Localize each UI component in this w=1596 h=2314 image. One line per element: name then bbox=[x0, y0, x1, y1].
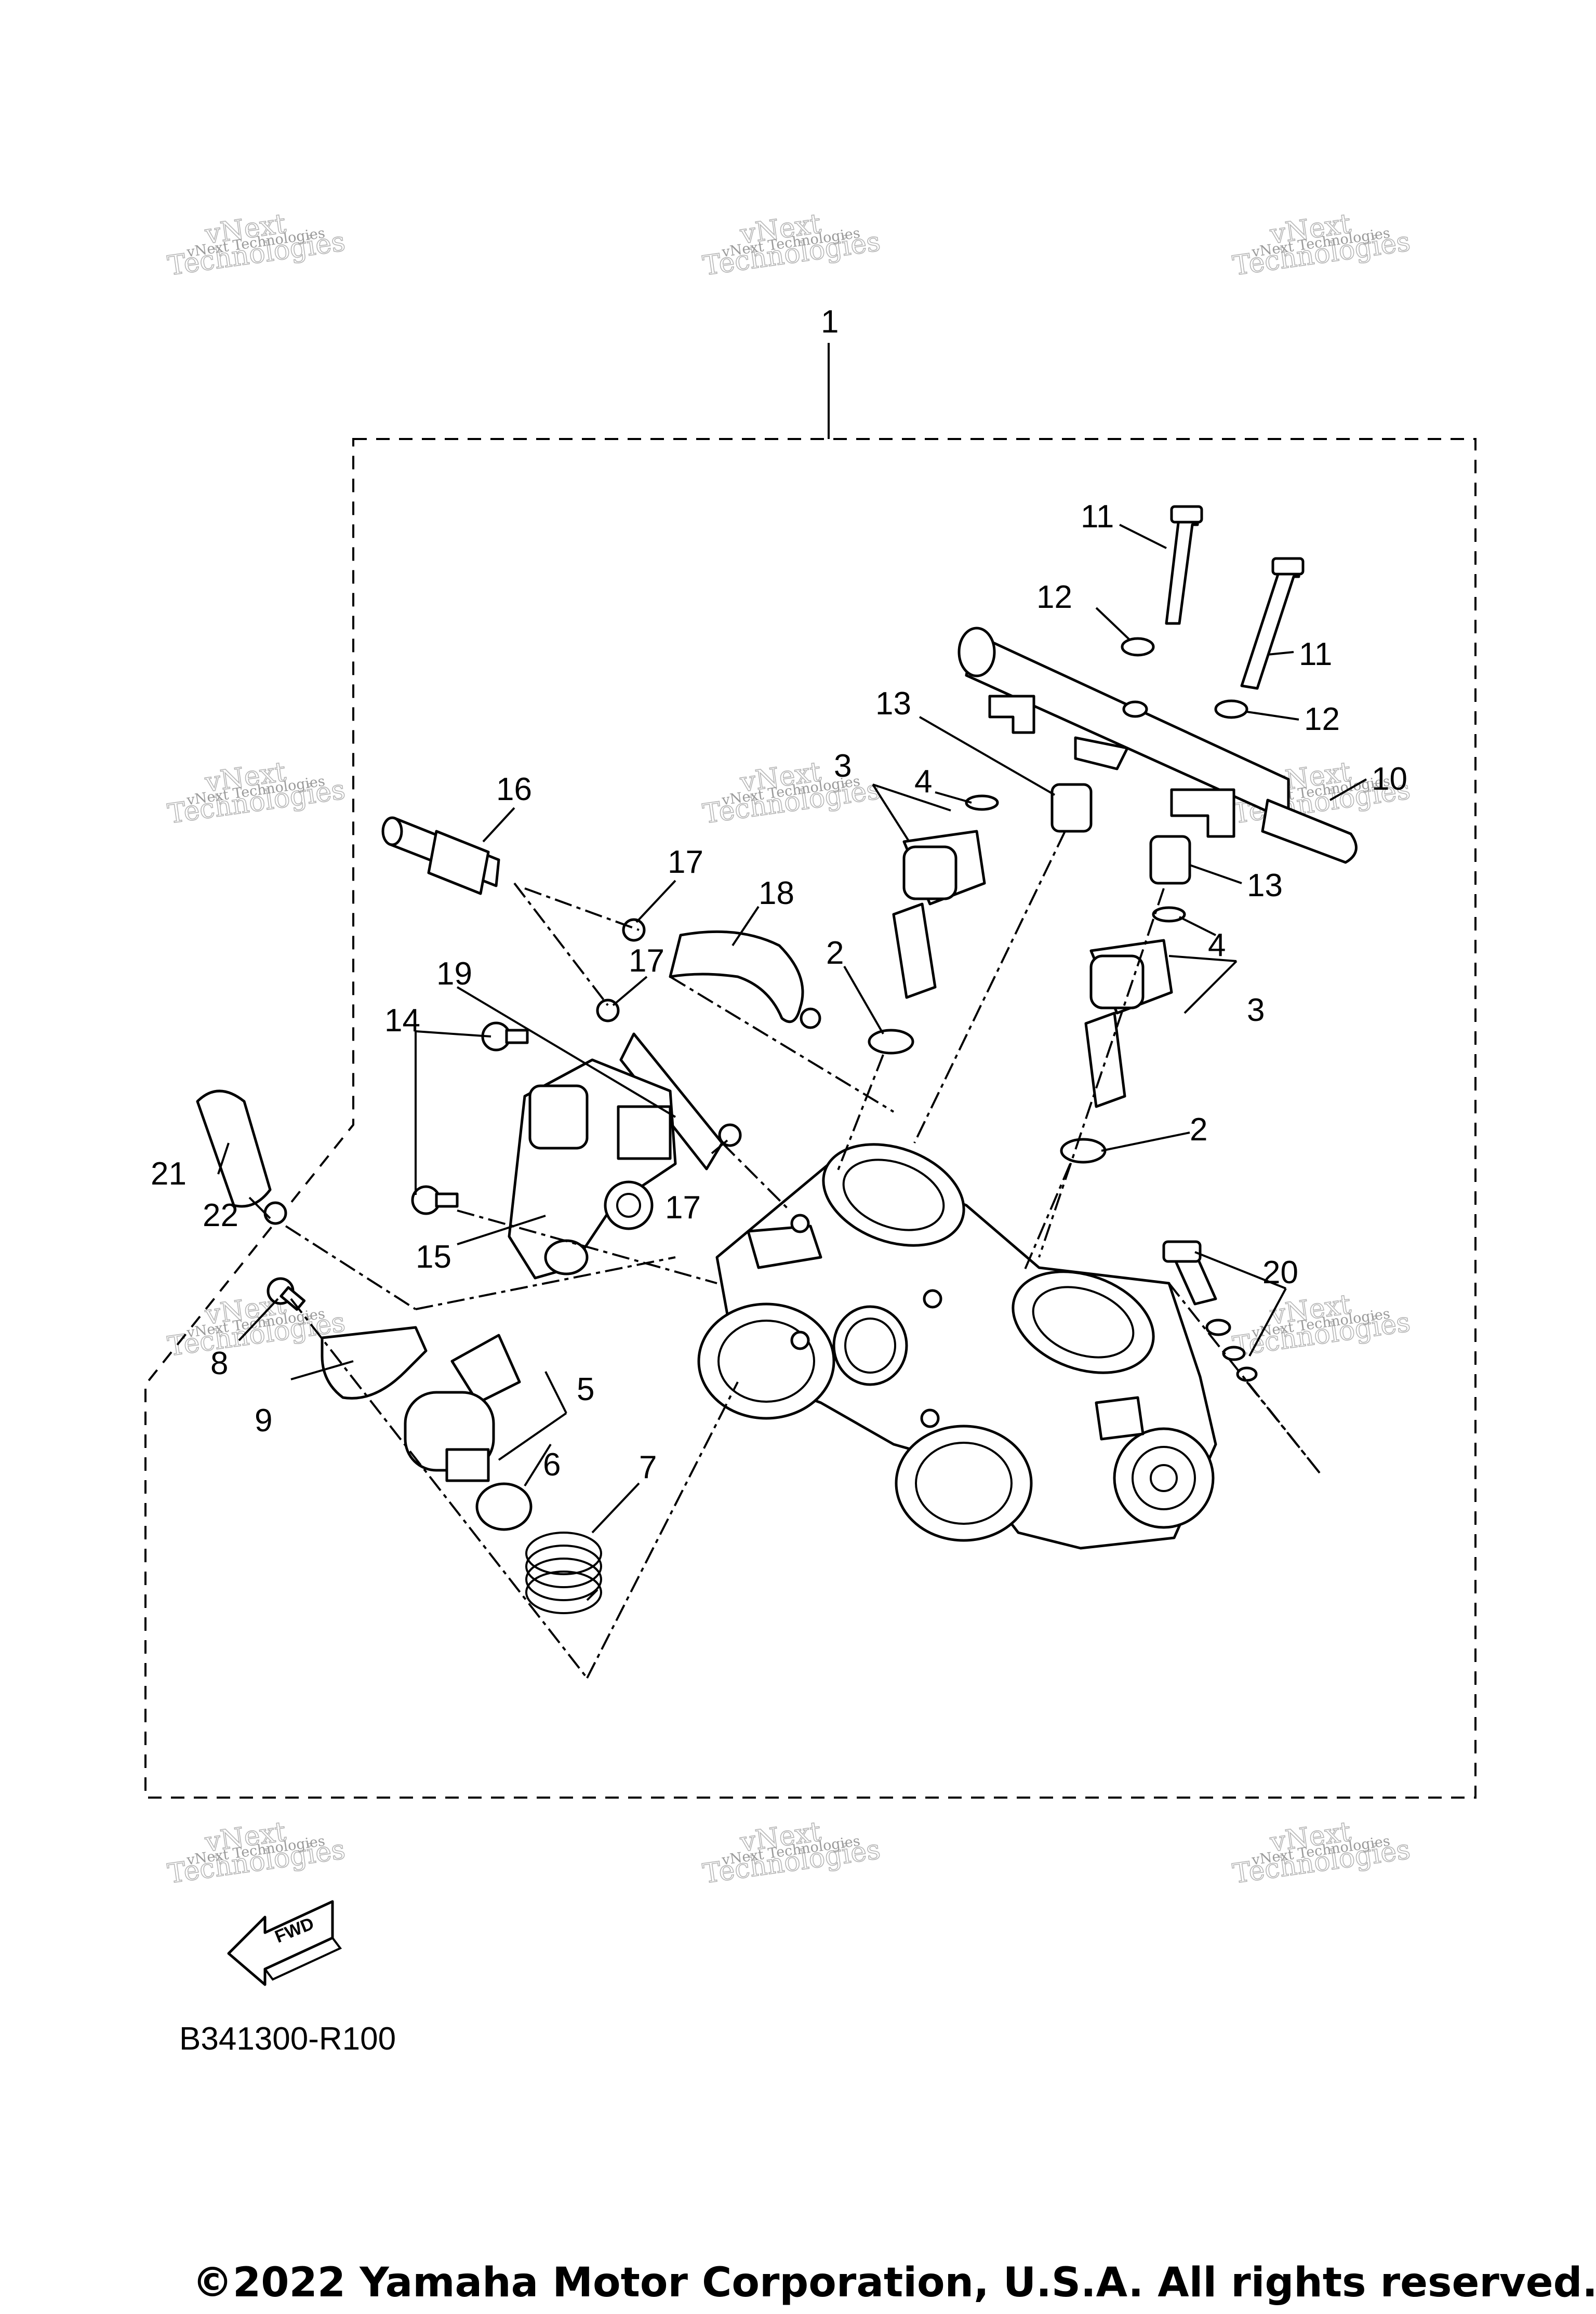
bracket bbox=[321, 1326, 428, 1400]
intake-sensor bbox=[404, 1334, 521, 1482]
callout-3: 3 bbox=[1247, 992, 1265, 1028]
callout-20: 20 bbox=[1262, 1255, 1298, 1291]
callout-19: 19 bbox=[436, 956, 472, 992]
hose-clamp bbox=[800, 1007, 821, 1029]
callout-6: 6 bbox=[543, 1447, 561, 1483]
watermark: Technologies vNext vNext Technologies bbox=[165, 1816, 348, 1890]
callout-2: 2 bbox=[826, 935, 844, 971]
air-pipe bbox=[381, 816, 500, 895]
clip bbox=[263, 1201, 287, 1225]
callout-15: 15 bbox=[416, 1239, 451, 1275]
watermark: Technologies vNext vNext Technologies bbox=[165, 756, 348, 830]
callout-11: 11 bbox=[1081, 499, 1114, 535]
callout-12: 12 bbox=[1036, 579, 1072, 615]
spring bbox=[525, 1532, 602, 1614]
watermark: Technologies vNext vNext Technologies bbox=[1230, 1816, 1413, 1890]
callout-9: 9 bbox=[255, 1403, 272, 1439]
callout-11: 11 bbox=[1299, 636, 1332, 672]
callout-17: 17 bbox=[665, 1190, 701, 1226]
grommet bbox=[1050, 783, 1093, 833]
watermark: Technologies vNext vNext Technologies bbox=[165, 208, 348, 282]
washer bbox=[1214, 699, 1248, 719]
callout-17: 17 bbox=[629, 943, 664, 979]
throttle-body bbox=[697, 1143, 1217, 1550]
callout-7: 7 bbox=[639, 1449, 657, 1485]
diagram-reference-code: B341300-R100 bbox=[179, 2021, 396, 2057]
callout-21: 21 bbox=[151, 1156, 187, 1192]
watermark: Technologies vNext vNext Technologies bbox=[700, 756, 883, 830]
screw bbox=[267, 1277, 306, 1311]
watermark: Technologies vNext vNext Technologies bbox=[700, 1816, 883, 1890]
callouts: 1 2 2 3 3 4 4 5 6 7 8 9 10 11 11 12 12 1… bbox=[151, 304, 1407, 1485]
watermark: Technologies vNext vNext Technologies bbox=[700, 208, 883, 282]
callout-3: 3 bbox=[834, 748, 852, 784]
fuel-rail bbox=[957, 627, 1358, 864]
callout-14: 14 bbox=[384, 1003, 420, 1039]
callout-1: 1 bbox=[821, 304, 839, 340]
callout-12: 12 bbox=[1304, 701, 1340, 737]
throttle-position-sensor bbox=[508, 1058, 677, 1280]
guide-lines bbox=[285, 831, 1321, 1679]
callout-22: 22 bbox=[203, 1198, 238, 1233]
grommet bbox=[1149, 835, 1191, 885]
leader-lines bbox=[217, 524, 1367, 1534]
hose-clamp bbox=[718, 1123, 742, 1147]
callout-4: 4 bbox=[1208, 927, 1226, 963]
callout-10: 10 bbox=[1372, 761, 1407, 797]
callout-13: 13 bbox=[875, 686, 911, 722]
bolt bbox=[1240, 557, 1305, 690]
callout-2: 2 bbox=[1190, 1112, 1207, 1148]
callout-4: 4 bbox=[914, 764, 932, 800]
screw bbox=[481, 1021, 529, 1052]
copyright-notice: ©2022 Yamaha Motor Corporation, U.S.A. A… bbox=[192, 2259, 1596, 2306]
callout-8: 8 bbox=[210, 1346, 228, 1381]
hose-clamp bbox=[622, 918, 646, 942]
adjusting-screw bbox=[1162, 1240, 1258, 1382]
hose bbox=[669, 930, 804, 1023]
callout-13: 13 bbox=[1247, 868, 1283, 903]
injector-seal bbox=[868, 1029, 914, 1055]
screw bbox=[411, 1185, 459, 1215]
watermark: Technologies vNext vNext Technologies bbox=[165, 1288, 348, 1363]
callout-16: 16 bbox=[496, 772, 532, 807]
watermark: Technologies vNext vNext Technologies bbox=[1230, 208, 1413, 282]
injector-seal bbox=[1060, 1138, 1107, 1164]
callout-18: 18 bbox=[759, 875, 794, 911]
washer bbox=[1121, 637, 1155, 657]
fuel-injector bbox=[892, 794, 999, 999]
watermarks: Technologies vNext vNext Technologies Te… bbox=[165, 208, 1413, 1890]
bolt bbox=[1165, 505, 1203, 625]
callout-5: 5 bbox=[577, 1372, 594, 1407]
forward-direction-arrow: FWD bbox=[227, 1900, 342, 1986]
callout-17: 17 bbox=[668, 844, 703, 880]
fuel-injector bbox=[1084, 906, 1186, 1108]
o-ring bbox=[475, 1482, 533, 1531]
cap bbox=[196, 1089, 272, 1208]
assembly-frame bbox=[144, 438, 1477, 1799]
watermark: Technologies vNext vNext Technologies bbox=[1230, 1288, 1413, 1363]
